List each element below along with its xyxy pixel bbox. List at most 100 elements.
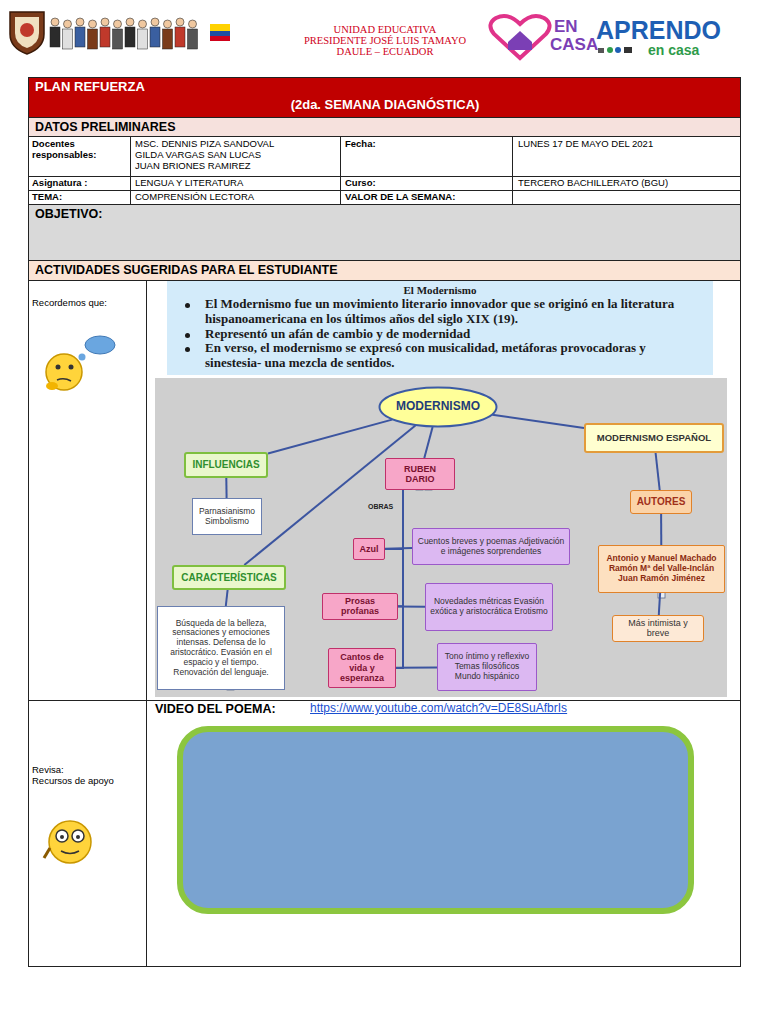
connector-line [396, 666, 437, 668]
video-heading: VIDEO DEL POEMA: [155, 702, 276, 716]
node-text: MODERNISMO [396, 400, 480, 414]
logo-text: CASA [550, 35, 598, 55]
person-body [75, 27, 85, 47]
node-text: Búsqueda de la belleza, sensaciones y em… [161, 619, 281, 678]
field-label: Fecha: [345, 139, 376, 150]
title-band [28, 77, 741, 117]
node-text: Novedades métricas Evasión exótica y ari… [429, 597, 549, 617]
detail-box: Cuentos breves y poemas Adjetivación e i… [412, 528, 570, 565]
video-frame [180, 729, 691, 911]
detail-box: Antonio y Manuel Machado Ramón Mª del Va… [598, 545, 725, 593]
connector-line [244, 426, 415, 566]
connector-line [396, 490, 403, 668]
field-label: TEMA: [32, 192, 62, 203]
node-text: Azul [360, 544, 379, 554]
person-head [101, 18, 109, 26]
bullet-dot [185, 303, 190, 308]
field-value: LENGUA Y LITERATURA [135, 178, 243, 189]
work-box: Azul [353, 538, 385, 560]
node-text: Cuentos breves y poemas Adjetivación e i… [416, 537, 566, 557]
side-note: Recursos de apoyo [32, 776, 114, 787]
connector-line [225, 478, 227, 498]
field-label: Curso: [345, 178, 376, 189]
node-text: Antonio y Manuel Machado Ramón Mª del Va… [602, 554, 721, 583]
connector-line [660, 514, 662, 545]
node-text: Cantos de vida y esperanza [332, 652, 392, 683]
person-body [63, 29, 73, 49]
field-label: Docentes responsables: [32, 139, 127, 161]
person-head [89, 20, 97, 28]
person-head [76, 18, 84, 26]
person-head [64, 20, 72, 28]
section-heading: OBJETIVO: [35, 207, 102, 221]
node-text: Más intimista y breve [616, 618, 700, 639]
school-location: DAULE – ECUADOR [260, 46, 510, 58]
home-heart-icon [490, 16, 549, 58]
category-box: INFLUENCIAS [184, 452, 268, 478]
map-label: OBRAS [368, 503, 393, 511]
bullet-text: El Modernismo fue un movimiento literari… [175, 297, 705, 327]
field-label: Asignatura : [32, 178, 87, 189]
field-value: COMPRENSIÓN LECTORA [135, 192, 254, 203]
field-label: VALOR DE LA SEMANA: [345, 192, 455, 203]
bullet-text: En verso, el modernismo se expresó con m… [175, 341, 705, 371]
connector-line [492, 415, 584, 428]
person-body [50, 27, 60, 47]
glasses-emoji [44, 821, 91, 863]
person-body [100, 27, 110, 47]
category-box: MODERNISMO ESPAÑOL [584, 423, 724, 453]
root-ellipse: MODERNISMO [378, 386, 498, 428]
connector-line [385, 490, 403, 549]
video-link: https://www.youtube.com/watch?v=DE8SuAfb… [310, 702, 567, 716]
person-body [188, 29, 198, 49]
node-text: INFLUENCIAS [192, 459, 259, 471]
section-band [28, 117, 741, 136]
people-illustration [50, 18, 198, 49]
connector-line [424, 427, 432, 458]
field-value: JUAN BRIONES RAMIREZ [135, 161, 251, 172]
person-head [151, 18, 159, 26]
field-value: GILDA VARGAS SAN LUCAS [135, 150, 261, 161]
logo-text: APRENDO [596, 16, 721, 45]
node-text: AUTORES [637, 496, 686, 508]
flag [210, 24, 230, 41]
school-name: PRESIDENTE JOSÉ LUIS TAMAYO [260, 35, 510, 47]
field-value: LUNES 17 DE MAYO DEL 2021 [518, 139, 653, 150]
node-text: Prosas profanas [326, 596, 394, 617]
work-box: Cantos de vida y esperanza [328, 648, 396, 688]
node-text: Tono íntimo y reflexivo Temas filosófico… [441, 652, 533, 681]
detail-box: Búsqueda de la belleza, sensaciones y em… [157, 606, 285, 690]
person-head [164, 20, 172, 28]
section-heading: DATOS PRELIMINARES [35, 120, 176, 134]
connector-line [268, 420, 392, 454]
person-body [113, 29, 123, 49]
node-text: Parnasianismo Simbolismo [196, 507, 258, 527]
title-subheading: (2da. SEMANA DIAGNÓSTICA) [200, 98, 570, 113]
bullet-dot [185, 333, 190, 338]
school-logo [10, 12, 44, 54]
node-text: CARACTERÍSTICAS [181, 572, 277, 584]
page-title: PLAN REFUERZA [35, 80, 145, 95]
category-box: AUTORES [630, 490, 692, 514]
person-body [163, 29, 173, 49]
connector-line [398, 606, 425, 608]
connector-line [659, 593, 660, 615]
logo-text: EN [554, 17, 578, 37]
small-media-icons [598, 47, 632, 53]
person-body [88, 29, 98, 49]
objective-band [28, 204, 741, 260]
bullet-dot [185, 347, 190, 352]
ellipse-outline [380, 388, 497, 427]
section-band [28, 260, 741, 280]
side-note: Recordemos que: [32, 298, 107, 309]
side-note: Revisa: [32, 765, 64, 776]
person-body [138, 29, 148, 49]
bullet-text: Representó un afán de cambio y de modern… [175, 327, 705, 342]
logo-text: en casa [648, 42, 699, 58]
person-body [175, 27, 185, 47]
person-head [51, 18, 59, 26]
node-text: MODERNISMO ESPAÑOL [597, 433, 711, 444]
detail-box: Más intimista y breve [612, 615, 704, 642]
school-name: UNIDAD EDUCATIVA [260, 24, 510, 36]
author-box: RUBEN DARIO [385, 458, 455, 490]
